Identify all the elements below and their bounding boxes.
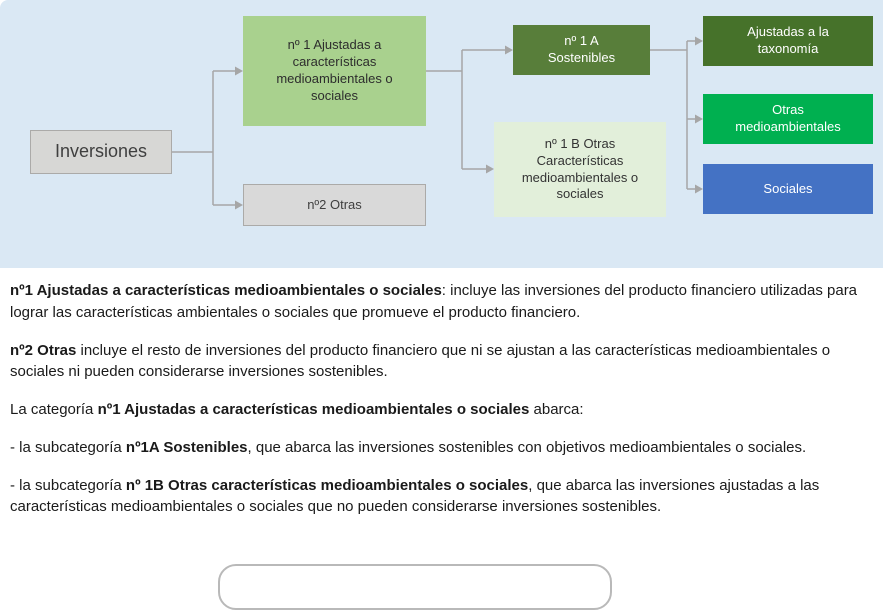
paragraph-n2-definition: nº2 Otras incluye el resto de inversione… bbox=[10, 341, 831, 381]
paragraph-n1-definition: nº1 Ajustadas a características medioamb… bbox=[10, 282, 858, 321]
node-n1-ajustadas: nº 1 Ajustadas a características medioam… bbox=[243, 16, 426, 126]
node-n2-otras: nº2 Otras bbox=[243, 184, 426, 226]
node-n1a-sostenibles: nº 1 A Sostenibles bbox=[513, 25, 650, 75]
description-text: nº1 Ajustadas a características medioamb… bbox=[10, 280, 872, 534]
paragraph-n1a-subcategory: - la subcategoría nº1A Sostenibles, que … bbox=[10, 438, 807, 456]
paragraph-n1-category: La categoría nº1 Ajustadas a característ… bbox=[10, 401, 584, 418]
diagram-panel: Inversiones nº 1 Ajustadas a característ… bbox=[0, 0, 883, 268]
paragraph-n1b-subcategory: - la subcategoría nº 1B Otras caracterís… bbox=[10, 476, 820, 516]
connector-lines bbox=[172, 36, 703, 210]
node-inversiones: Inversiones bbox=[30, 130, 172, 174]
cut-off-box bbox=[218, 564, 612, 610]
node-otras-medioambientales: Otras medioambientales bbox=[703, 94, 873, 144]
node-sociales: Sociales bbox=[703, 164, 873, 214]
node-ajustadas-taxonomia: Ajustadas a la taxonomía bbox=[703, 16, 873, 66]
arrowheads bbox=[235, 36, 703, 210]
node-n1b-otras-caracteristicas: nº 1 B Otras Características medioambien… bbox=[494, 122, 666, 217]
